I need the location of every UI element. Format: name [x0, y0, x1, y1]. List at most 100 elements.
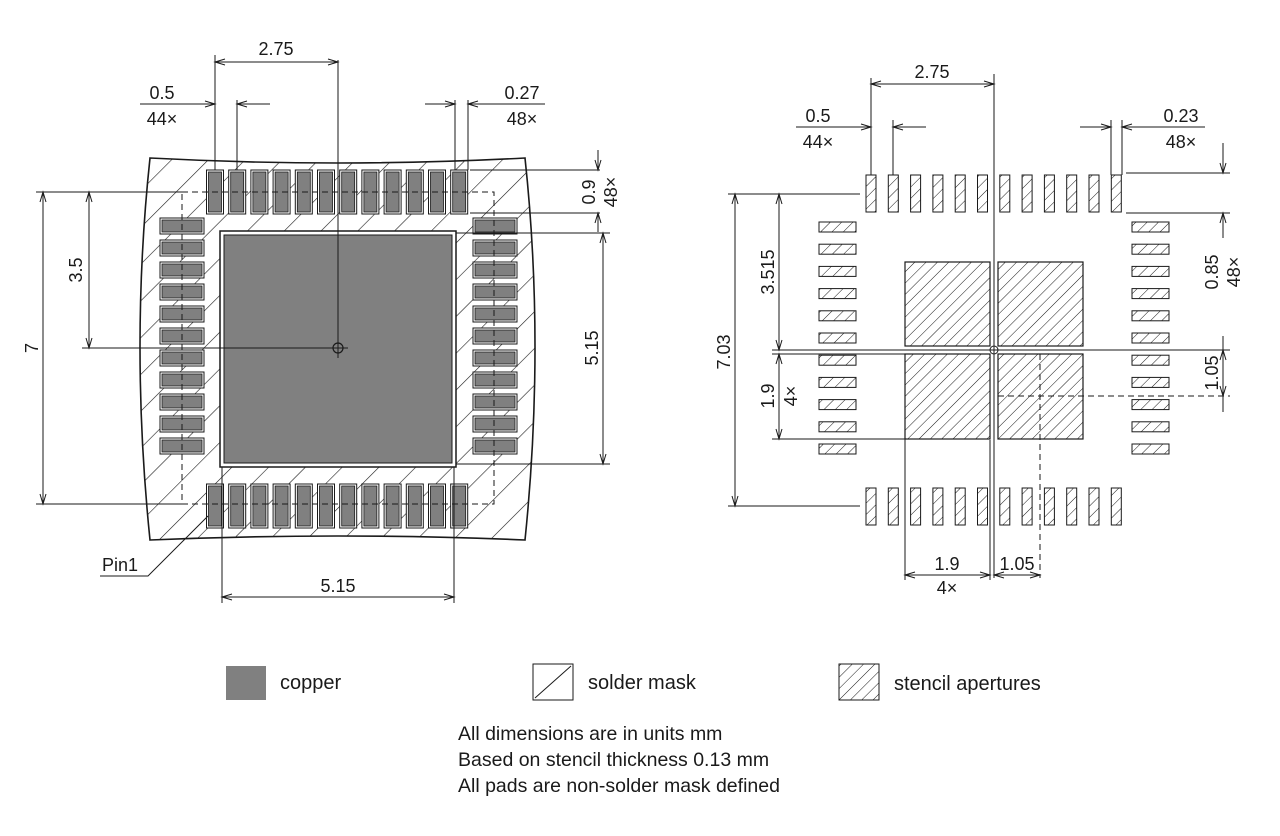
- left-copper-view: 2.75 0.5 44× 0.27 48×: [22, 39, 621, 603]
- dim-center-offset-x: [213, 55, 340, 170]
- r-dim-gap-h: [992, 571, 1042, 579]
- pin1-label: Pin1: [102, 555, 138, 575]
- left-pad-array: [159, 169, 518, 529]
- stencil-aperture: [999, 174, 1011, 213]
- stencil-aperture: [1131, 443, 1170, 455]
- stencil-aperture: [910, 487, 922, 526]
- legend-copper-swatch: [226, 666, 266, 700]
- stencil-aperture: [1131, 243, 1170, 255]
- copper-pad: [472, 349, 518, 367]
- stencil-aperture: [818, 354, 857, 366]
- stencil-aperture: [1043, 487, 1055, 526]
- dim-pad-length: [470, 150, 602, 232]
- r-dim-aperture-length-label: 0.85: [1202, 254, 1222, 289]
- r-dim-aperture-width-label: 0.23: [1163, 106, 1198, 126]
- stencil-aperture: [1131, 376, 1170, 388]
- r-dim-pitch-label: 0.5: [805, 106, 830, 126]
- stencil-aperture: [818, 265, 857, 277]
- stencil-aperture: [1021, 487, 1033, 526]
- note-units: All dimensions are in units mm: [458, 723, 723, 745]
- stencil-aperture: [818, 443, 857, 455]
- stencil-aperture: [1131, 265, 1170, 277]
- copper-pad: [472, 283, 518, 301]
- copper-pad: [339, 483, 358, 529]
- copper-pad: [159, 393, 205, 411]
- r-dim-window-v: [772, 352, 905, 441]
- stencil-aperture: [887, 174, 899, 213]
- center-mark: [332, 342, 344, 354]
- stencil-aperture: [1110, 487, 1122, 526]
- copper-pad: [272, 169, 291, 215]
- r-dim-overall-label: 7.03: [714, 334, 734, 369]
- copper-pad: [250, 483, 269, 529]
- r-dim-window-h: [903, 439, 992, 580]
- note-pads: All pads are non-solder mask defined: [458, 775, 780, 797]
- dim-pitch-count: 44×: [147, 109, 178, 129]
- dim-pad-length-count: 48×: [601, 177, 621, 208]
- pin1-leader: [100, 515, 209, 577]
- r-dim-center-offset-y-label: 3.515: [758, 249, 778, 294]
- r-dim-pitch: [796, 120, 926, 175]
- stencil-aperture: [818, 399, 857, 411]
- legend-mask-label: solder mask: [588, 672, 697, 694]
- right-aperture-array: [818, 174, 1170, 526]
- copper-pad: [450, 483, 469, 529]
- dim-epad-horizontal-label: 5.15: [320, 576, 355, 596]
- stencil-aperture: [818, 421, 857, 433]
- r-dim-aperture-length-count: 48×: [1224, 257, 1244, 288]
- dim-epad-vertical-label: 5.15: [582, 330, 602, 365]
- dim-pitch-label: 0.5: [149, 83, 174, 103]
- stencil-aperture: [887, 487, 899, 526]
- stencil-aperture: [865, 174, 877, 213]
- stencil-aperture: [1088, 174, 1100, 213]
- r-dim-window-h-label: 1.9: [934, 554, 959, 574]
- copper-pad: [472, 415, 518, 433]
- stencil-aperture: [818, 376, 857, 388]
- legend-stencil-swatch: [838, 663, 880, 701]
- copper-pad: [294, 483, 313, 529]
- r-dim-center-offset-x-label: 2.75: [914, 62, 949, 82]
- r-dim-overall: [728, 192, 860, 508]
- r-center-mark: [989, 345, 999, 355]
- stencil-aperture: [1066, 174, 1078, 213]
- stencil-aperture: [1131, 332, 1170, 344]
- r-dim-window-h-count: 4×: [937, 578, 958, 598]
- copper-pad: [472, 305, 518, 323]
- stencil-aperture: [1110, 174, 1122, 213]
- copper-pad: [383, 483, 402, 529]
- stencil-aperture: [818, 332, 857, 344]
- dim-overall: [36, 190, 182, 506]
- dim-epad-vertical: [456, 231, 610, 466]
- r-dim-gap-v: [1219, 336, 1227, 412]
- right-stencil-view: 2.75 0.5 44× 0.23 48×: [714, 62, 1244, 598]
- copper-pad: [228, 483, 247, 529]
- center-apertures: [904, 261, 1084, 440]
- copper-pad: [472, 371, 518, 389]
- copper-pad: [472, 437, 518, 455]
- r-dim-window-v-label: 1.9: [758, 383, 778, 408]
- stencil-aperture: [818, 288, 857, 300]
- stencil-aperture: [1021, 174, 1033, 213]
- copper-pad: [450, 169, 469, 215]
- dim-epad-horizontal: [220, 467, 456, 603]
- r-dim-window-v-count: 4×: [781, 386, 801, 407]
- copper-pad: [361, 483, 380, 529]
- legend: copper solder mask stencil apertures: [226, 663, 1041, 701]
- stencil-aperture: [1131, 421, 1170, 433]
- copper-pad: [206, 483, 224, 529]
- stencil-aperture: [932, 174, 944, 213]
- stencil-aperture: [1131, 310, 1170, 322]
- r-dim-gap-v-label: 1.05: [1202, 355, 1222, 390]
- note-stencil: Based on stencil thickness 0.13 mm: [458, 749, 770, 771]
- copper-pad: [405, 483, 424, 529]
- r-dim-aperture-width: [1080, 120, 1205, 175]
- stencil-aperture: [910, 174, 922, 213]
- r-dim-center-offset-x: [869, 78, 996, 175]
- stencil-aperture: [1043, 174, 1055, 213]
- dim-pitch: [140, 100, 270, 170]
- r-dim-gap-h-label: 1.05: [999, 554, 1034, 574]
- copper-pad: [317, 483, 335, 529]
- stencil-aperture: [977, 487, 988, 526]
- stencil-aperture: [954, 487, 966, 526]
